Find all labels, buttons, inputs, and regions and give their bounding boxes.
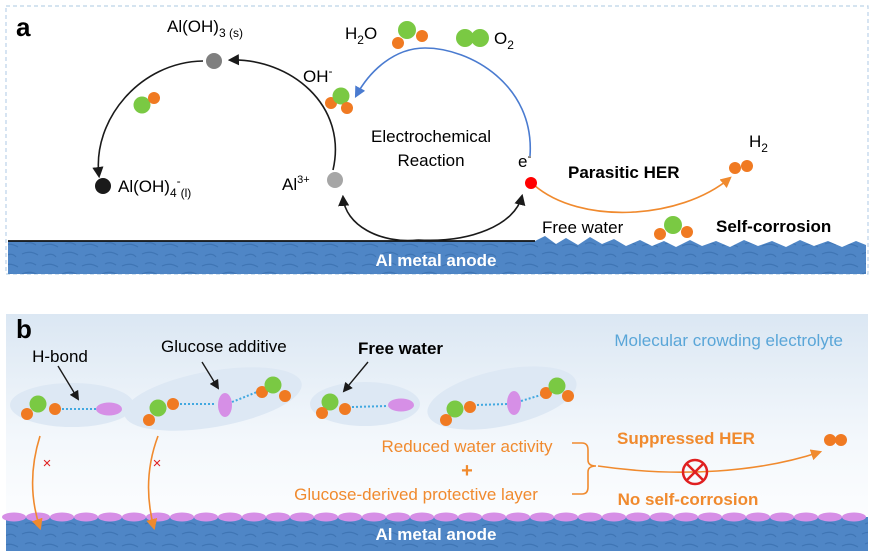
hbond-label: H-bond [32,347,88,366]
protective-layer-glucose [842,512,866,522]
protective-layer-glucose [578,512,602,522]
protective-layer-glucose [626,512,650,522]
protective-layer-glucose [698,512,722,522]
h2-label: H2 [749,132,768,155]
oh-label: OH- [303,64,333,86]
protective-layer-glucose [674,512,698,522]
cluster-4 [427,366,577,430]
arrow-surface-to-electron [417,193,526,242]
protective-layer-glucose [650,512,674,522]
h2o-label: H2O [345,24,377,47]
electron-label: e- [518,149,531,171]
arrow-surface-to-al3 [338,194,419,242]
cluster-2 [124,367,302,431]
panel-a-label: a [16,12,31,42]
electrolyte-label: Molecular crowding electrolyte [614,331,843,350]
glucose-additive-label: Glucose additive [161,337,287,356]
self-corrosion-label: Self-corrosion [716,217,831,236]
panel-a-frame [5,5,869,275]
blocked-arrow-1 [31,435,43,531]
protective-layer-glucose [2,512,26,522]
protective-layer-glucose [218,512,242,522]
protective-layer-glucose [98,512,122,522]
o2-molecule [456,29,489,47]
protective-layer-glucose [122,512,146,522]
free-water-label: Free water [542,218,624,237]
protective-layer-glucose [266,512,290,522]
panel-a-anode-label: Al metal anode [376,251,497,270]
reaction-label-line2: Reaction [397,151,464,170]
protective-layer-glucose [482,512,506,522]
al3-label: Al3+ [282,174,310,194]
suppressed-her-label: Suppressed HER [617,429,755,448]
al3-dot [327,172,343,188]
electron-dot [525,177,537,189]
protective-layer-glucose [458,512,482,522]
panel-a: a Al metal anode [5,5,869,275]
protective-layer-glucose [314,512,338,522]
protective-layer-glucose [434,512,458,522]
effect-bracket [572,442,597,495]
aloh3-dot [206,53,222,69]
cluster-3 [310,382,420,426]
free-water-molecule [654,216,693,240]
protective-layer-glucose [410,512,434,522]
panel-b-label: b [16,314,32,344]
protective-layer-glucose [530,512,554,522]
free-water-label-b: Free water [358,339,443,358]
panel-a-anode [8,236,866,274]
protective-layer-glucose [818,512,842,522]
protective-layer-glucose [362,512,386,522]
oh-molecule [325,87,353,114]
no-self-corrosion-label: No self-corrosion [618,490,759,509]
protective-layer-glucose [722,512,746,522]
h2-molecule-b [824,434,847,446]
protective-layer-glucose [602,512,626,522]
protective-layer-label: Glucose-derived protective layer [294,485,538,504]
protective-layer-glucose [50,512,74,522]
cycle-arrow-aloh3-to-aloh4 [92,60,204,179]
outcome-arrow [597,449,823,473]
protective-layer-glucose [194,512,218,522]
protective-layer-glucose [386,512,410,522]
panel-b-anode-label: Al metal anode [376,525,497,544]
reaction-label-line1: Electrochemical [371,127,491,146]
protective-layer-glucose [290,512,314,522]
plus-sign: + [461,460,473,482]
aloh4-dot [95,178,111,194]
arrow-parasitic-her [533,176,732,214]
glucose-pointer [201,361,220,390]
protective-layer-glucose [554,512,578,522]
panel-b: Al metal anode b Molecular crowding elec… [2,314,868,551]
protective-layer-glucose [794,512,818,522]
oh-molecule-free [133,92,160,114]
blocked-her-icon [681,458,709,486]
free-water-pointer [342,361,369,393]
protective-layer-glucose [506,512,530,522]
protective-layer-glucose [770,512,794,522]
cluster-1 [10,383,134,427]
protective-layer-glucose [746,512,770,522]
protective-layer-glucose [146,512,170,522]
protective-layer [2,512,866,522]
h2-molecule [729,160,753,174]
protective-layer-glucose [74,512,98,522]
protective-layer-glucose [170,512,194,522]
aloh4-label: Al(OH)4-(l) [118,174,191,200]
hbond-pointer [57,365,80,401]
cycle-arrow-al3-to-aloh3 [227,54,337,171]
h2o-molecule [392,21,428,49]
blocked-mark-1: × [43,455,52,472]
o2-label: O2 [494,29,514,52]
blocked-mark-2: × [153,455,162,472]
arrow-water-oxygen-to-oh [354,47,531,157]
blocked-arrow-2 [146,435,159,531]
protective-layer-glucose [338,512,362,522]
aloh3-label: Al(OH)3 (s) [167,17,243,40]
protective-layer-glucose [242,512,266,522]
reduced-water-activity-label: Reduced water activity [381,437,553,456]
parasitic-her-label: Parasitic HER [568,163,680,182]
